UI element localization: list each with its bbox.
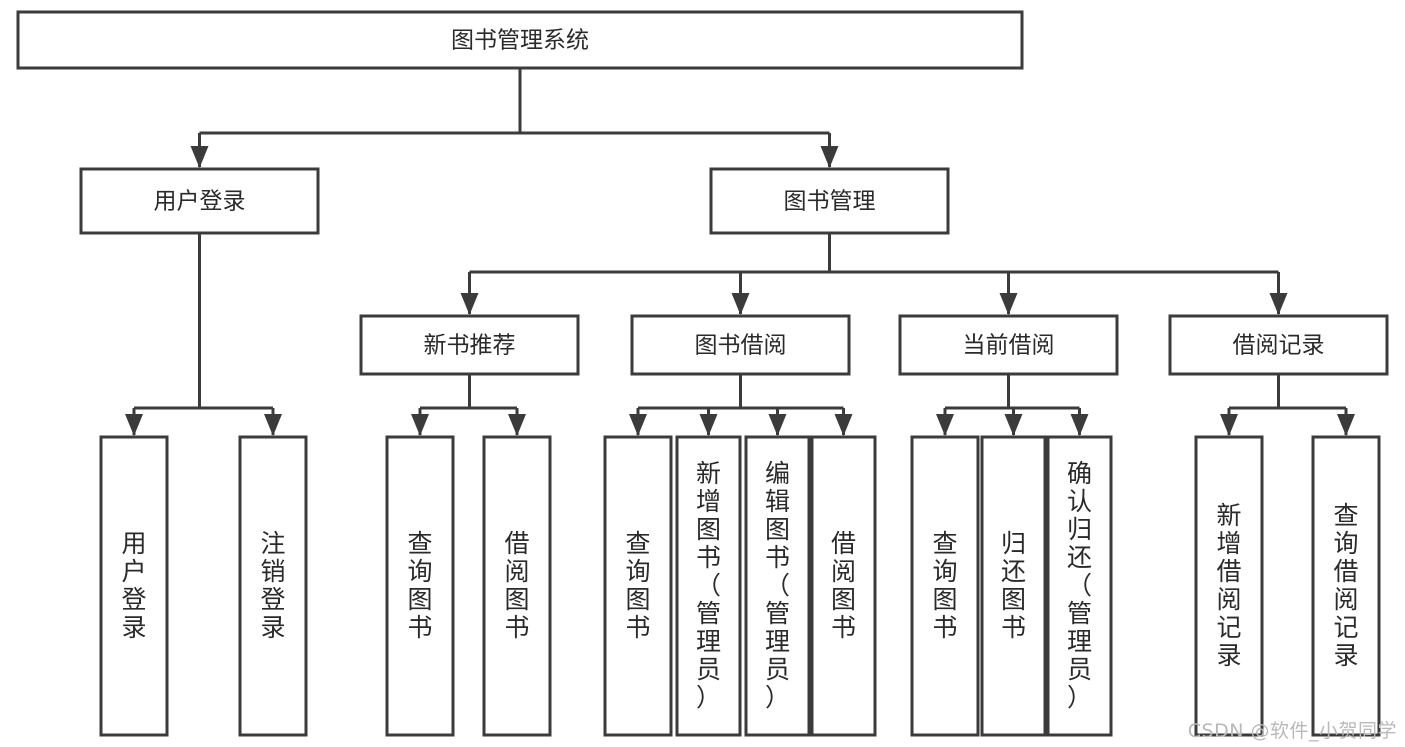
arrow-head-icon-leaf-0-0 [125,414,143,436]
arrow-head-icon-leaf-3-2 [1070,414,1089,436]
node-leaf-9[interactable]: 归还图书 [980,435,1047,737]
arrow-head-icon-leaf-1-0 [411,414,429,436]
arrow-head-icon-leaf-1-1 [508,414,526,436]
node-level3-1-box[interactable] [630,314,851,376]
node-level2-1-label: 图书管理 [784,189,876,215]
node-root-system-box[interactable] [16,10,1024,70]
arrow-head-icon-root-1 [820,146,839,168]
arrow-head-icon-leaf-2-1 [699,414,718,436]
node-leaf-12-label: 查询借阅记录 [1333,501,1358,670]
node-leaf-4-box[interactable] [603,435,673,737]
arrow-head-icon-leaf-0-1 [264,414,282,436]
node-level2-1-box[interactable] [709,167,950,235]
node-leaf-8-label: 查询图书 [932,529,957,642]
node-leaf-12-box[interactable] [1311,435,1381,737]
node-leaf-6-label: 编辑图书（管理员） [765,459,790,712]
node-root-system-label: 图书管理系统 [451,28,589,54]
node-leaf-4[interactable]: 查询图书 [603,435,673,737]
node-level3-1-label: 图书借阅 [695,333,787,359]
node-leaf-7[interactable]: 借阅图书 [810,435,877,737]
arrow-head-icon-leaf-4-0 [1220,414,1238,436]
node-leaf-1-box[interactable] [238,435,308,737]
node-level3-1[interactable]: 图书借阅 [630,314,851,376]
node-leaf-7-label: 借阅图书 [831,529,856,642]
node-leaf-0-box[interactable] [99,435,169,737]
node-leaf-9-label: 归还图书 [1001,529,1026,642]
node-leaf-2-box[interactable] [385,435,455,737]
node-level2-1[interactable]: 图书管理 [709,167,950,235]
connector-layer [125,68,1355,436]
node-level3-0[interactable]: 新书推荐 [359,314,580,376]
arrow-head-icon-leaf-2-0 [629,414,647,436]
arrow-head-icon-mgr-3 [1269,293,1288,315]
node-level2-0-box[interactable] [79,167,320,235]
node-leaf-1[interactable]: 注销登录 [238,435,308,737]
arrow-head-icon-mgr-1 [731,293,750,315]
arrow-head-icon-leaf-3-1 [1004,414,1023,436]
node-leaf-0[interactable]: 用户登录 [99,435,169,737]
node-leaf-0-label: 用户登录 [121,529,146,642]
node-leaf-4-label: 查询图书 [625,529,650,642]
arrow-head-icon-leaf-3-0 [936,414,954,436]
node-leaf-10[interactable]: 确认归还（管理员） [1046,435,1113,737]
node-leaf-11-box[interactable] [1194,435,1264,737]
node-leaf-10-box[interactable] [1046,435,1113,737]
node-root-system[interactable]: 图书管理系统 [16,10,1024,70]
node-leaf-8-box[interactable] [910,435,980,737]
node-leaf-8[interactable]: 查询图书 [910,435,980,737]
node-leaf-10-label: 确认归还（管理员） [1067,459,1092,712]
node-level3-2[interactable]: 当前借阅 [898,314,1119,376]
node-leaf-9-box[interactable] [980,435,1047,737]
node-level2-0[interactable]: 用户登录 [79,167,320,235]
node-leaf-1-label: 注销登录 [260,529,285,642]
node-leaf-11-label: 新增借阅记录 [1216,501,1241,670]
node-leaf-6[interactable]: 编辑图书（管理员） [744,435,811,737]
node-leaf-3-label: 借阅图书 [504,529,529,642]
node-leaf-3-box[interactable] [482,435,552,737]
node-leaf-5-box[interactable] [675,435,742,737]
arrow-head-icon-root-0 [190,146,209,168]
node-leaf-2[interactable]: 查询图书 [385,435,455,737]
node-leaf-3[interactable]: 借阅图书 [482,435,552,737]
node-level2-0-label: 用户登录 [154,189,246,215]
arrow-head-icon-leaf-4-1 [1337,414,1355,436]
node-level3-2-label: 当前借阅 [963,333,1055,359]
node-level3-3-label: 借阅记录 [1233,333,1325,359]
arrow-head-icon-leaf-2-3 [834,414,853,436]
arrow-head-icon-mgr-2 [999,293,1018,315]
node-leaf-5-label: 新增图书（管理员） [696,459,721,712]
node-level3-3[interactable]: 借阅记录 [1168,314,1389,376]
arrow-head-icon-mgr-0 [460,293,479,315]
node-level3-3-box[interactable] [1168,314,1389,376]
node-level3-0-box[interactable] [359,314,580,376]
node-leaf-7-box[interactable] [810,435,877,737]
node-level3-0-label: 新书推荐 [424,333,516,359]
node-level3-2-box[interactable] [898,314,1119,376]
node-leaf-2-label: 查询图书 [407,529,432,642]
node-leaf-12[interactable]: 查询借阅记录 [1311,435,1381,737]
node-leaf-6-box[interactable] [744,435,811,737]
node-layer: 图书管理系统用户登录图书管理新书推荐图书借阅当前借阅借阅记录用户登录注销登录查询… [16,10,1389,737]
arrow-head-icon-leaf-2-2 [768,414,787,436]
node-leaf-11[interactable]: 新增借阅记录 [1194,435,1264,737]
node-leaf-5[interactable]: 新增图书（管理员） [675,435,742,737]
